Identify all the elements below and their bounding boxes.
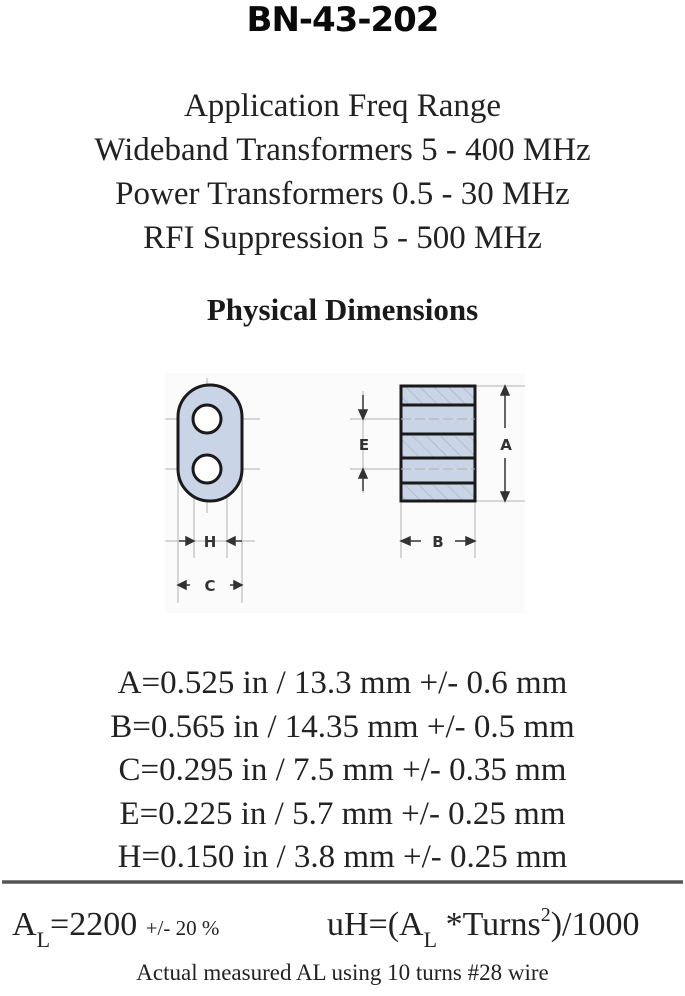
application-freq-range: Application Freq Range Wideband Transfor… [0,84,685,260]
dimension-b: B=0.565 in / 14.35 mm +/- 0.5 mm [110,708,575,745]
dim-label-c: C [204,577,215,595]
dimension-diagram: H C [165,373,525,613]
al-subscript: L [36,927,51,952]
inductance-formula: uH=(AL *Turns2)/1000 [327,900,639,954]
horizontal-divider [2,880,683,884]
freq-range-wideband: Wideband Transformers 5 - 400 MHz [94,132,591,168]
binocular-core-drawing-icon: H C [165,378,525,603]
formula-mid: *Turns [445,906,541,943]
dimension-c: C=0.295 in / 7.5 mm +/- 0.35 mm [118,752,567,788]
formula-suffix: )/1000 [550,906,640,943]
physical-dimensions-heading: Physical Dimensions [206,292,479,327]
al-symbol: A [12,906,37,943]
al-value: AL=2200 +/- 20 % [12,900,219,953]
dim-label-h: H [204,533,217,551]
dim-label-e: E [359,436,369,454]
freq-range-power: Power Transformers 0.5 - 30 MHz [115,176,570,212]
dimension-e: E=0.225 in / 5.7 mm +/- 0.25 mm [119,795,566,832]
dim-label-b: B [432,533,443,551]
part-number-title: BN-43-202 [246,0,440,40]
dimension-list: A=0.525 in / 13.3 mm +/- 0.6 mm B=0.565 … [0,662,685,880]
al-tolerance: +/- 20 % [145,916,220,940]
formula-superscript: 2 [540,904,551,926]
dim-label-a: A [500,436,512,454]
inductance-row: AL=2200 +/- 20 % uH=(AL *Turns2)/1000 [0,900,685,953]
application-heading: Application Freq Range [183,88,502,124]
freq-range-rfi: RFI Suppression 5 - 500 MHz [143,220,542,256]
dimension-a: A=0.525 in / 13.3 mm +/- 0.6 mm [117,665,568,701]
dimension-h: H=0.150 in / 3.8 mm +/- 0.25 mm [117,839,568,875]
measurement-note: Actual measured AL using 10 turns #28 wi… [136,960,549,985]
al-number: =2200 [50,906,138,943]
formula-subscript: L [423,927,438,952]
formula-prefix: uH=(A [327,906,424,943]
